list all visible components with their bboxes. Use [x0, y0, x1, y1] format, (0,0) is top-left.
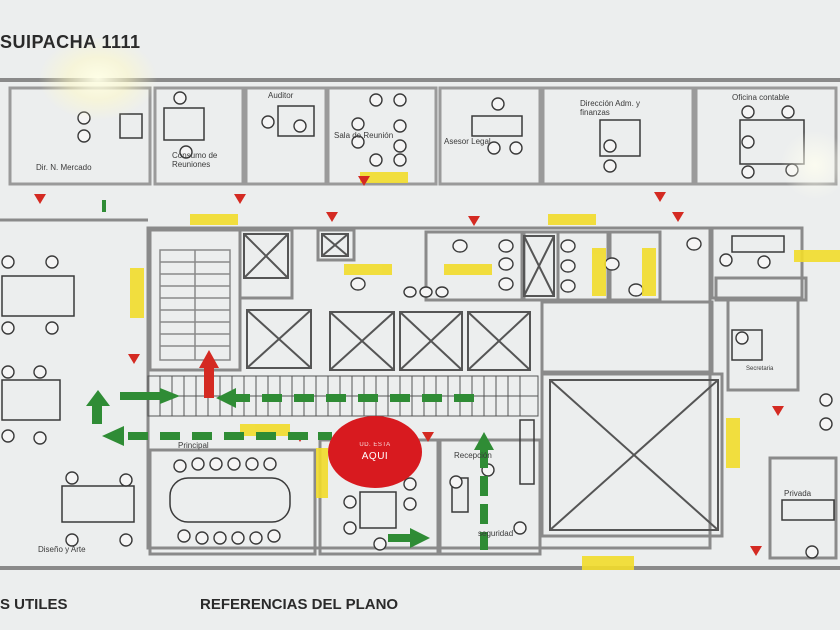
you-are-here-line2: AQUI: [361, 451, 389, 462]
room-label: Recepción: [454, 451, 492, 460]
you-are-here-marker: UD. ESTA AQUI: [328, 416, 422, 488]
page-title: SUIPACHA 1111: [0, 32, 141, 52]
exit-arrow-icon: [199, 350, 219, 398]
you-are-here-line1: UD. ESTA: [359, 442, 391, 448]
desks: [1, 105, 835, 529]
room-label: Diseño y Arte: [38, 545, 86, 554]
chairs: [1, 91, 833, 559]
elevator-icon: [243, 233, 555, 371]
large-shaft: [549, 379, 719, 531]
fire-extinguisher-marker-icon: [130, 172, 840, 570]
footer-left-label: S UTILES: [0, 596, 68, 613]
room-label: Auditor: [268, 91, 294, 100]
room-label: Asesor Legal: [444, 137, 491, 146]
toilet-icon: [350, 237, 702, 298]
room-label: Secretaria: [746, 366, 774, 372]
room-label: Sala de Reunión: [334, 131, 394, 140]
top-offices: [8, 86, 838, 186]
room-label: Consumo de Reuniones: [172, 151, 218, 169]
stairs-icon: [159, 249, 231, 361]
room-label: Oficina contable: [732, 93, 790, 102]
room-label: Privada: [784, 489, 812, 498]
room-label: Dirección Adm. y finanzas: [580, 99, 641, 117]
outer-walls: [0, 78, 840, 570]
room-label: Dir. N. Mercado: [36, 163, 92, 172]
footer-references-title: REFERENCIAS DEL PLANO: [200, 596, 399, 613]
room-label: seguridad: [478, 529, 514, 538]
room-label: Principal: [178, 441, 209, 450]
green-route: [86, 200, 494, 550]
